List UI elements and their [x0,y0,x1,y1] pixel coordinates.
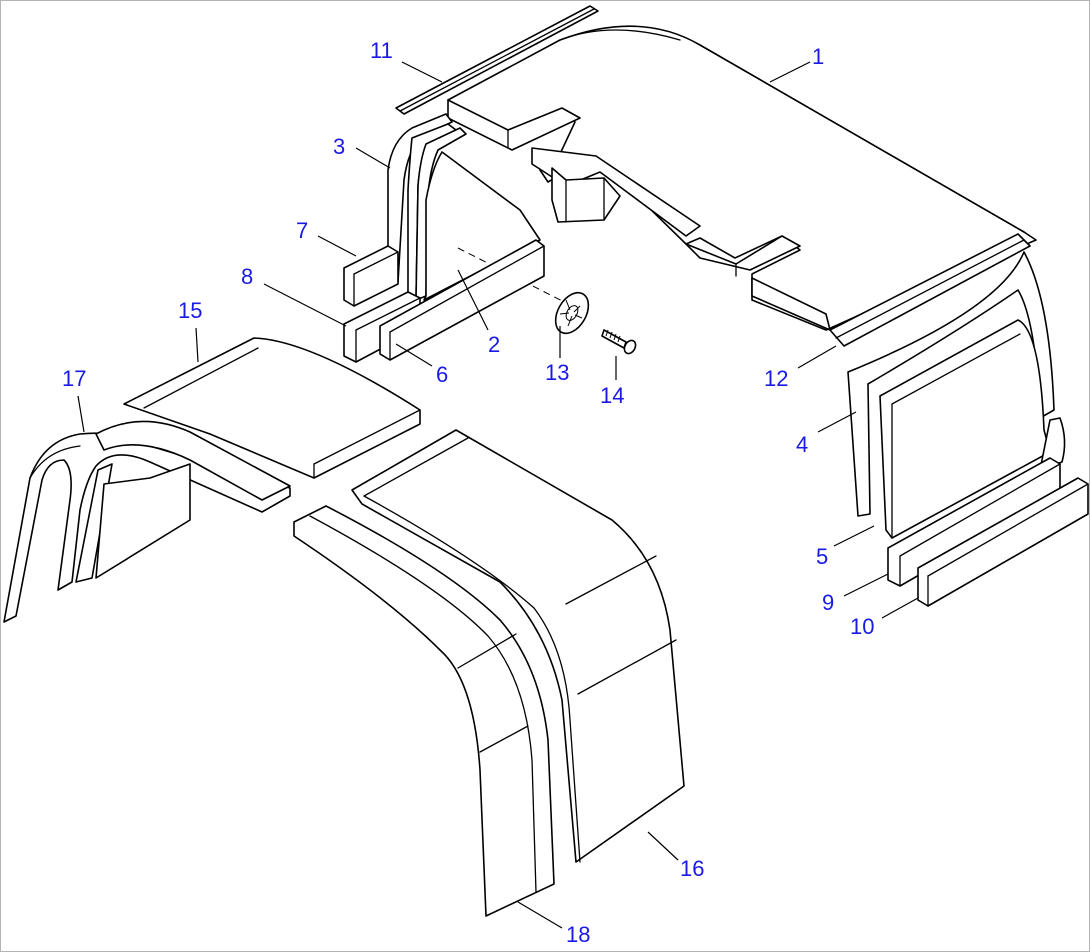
leader-1 [769,61,811,83]
callout-11: 11 [370,38,393,63]
part-13-clip [554,291,590,335]
callout-10: 10 [850,614,874,639]
leader-6 [395,343,433,367]
leader-11 [401,61,443,83]
callout-16: 16 [680,856,704,881]
callout-18: 18 [566,922,590,947]
callout-8: 8 [241,264,253,289]
leader-3 [355,147,391,169]
leader-8 [263,283,347,327]
part-7-pad [343,245,399,307]
leader-7 [317,235,357,257]
callout-5: 5 [816,544,828,569]
callout-13: 13 [545,360,569,385]
leader-10 [881,597,919,619]
leader-5 [833,525,875,547]
callout-3: 3 [333,134,345,159]
leader-2 [457,269,489,331]
part-12-front-strip [829,233,1031,347]
leader-4 [817,411,857,433]
callout-labels: 1 2 3 4 5 6 7 8 9 10 11 12 13 14 15 16 1… [62,38,874,947]
part-14-screw [601,329,637,355]
callout-9: 9 [822,590,834,615]
callout-1: 1 [812,44,824,69]
part-10-pad [917,477,1089,607]
part-16-front-fender [351,429,685,863]
part-5-right-side-panel [879,319,1066,539]
part-18-front-left-fender [293,505,555,917]
leader-15 [195,327,199,363]
callout-2: 2 [488,332,500,357]
callout-17: 17 [62,366,86,391]
part-17-rear-arch [3,420,291,623]
part-11-top-strip [395,5,599,115]
part-2-side-plate [423,151,581,311]
callout-7: 7 [296,218,308,243]
leader-17 [77,395,85,433]
leader-16 [647,831,679,861]
leader-12 [797,345,837,369]
callout-4: 4 [796,432,808,457]
leader-18 [517,901,563,929]
callout-15: 15 [178,298,202,323]
part-15-rear-top-plate [123,337,421,479]
callout-12: 12 [764,366,788,391]
callout-14: 14 [600,383,624,408]
leader-lines [77,61,919,929]
leader-9 [843,573,889,597]
callout-6: 6 [436,362,448,387]
